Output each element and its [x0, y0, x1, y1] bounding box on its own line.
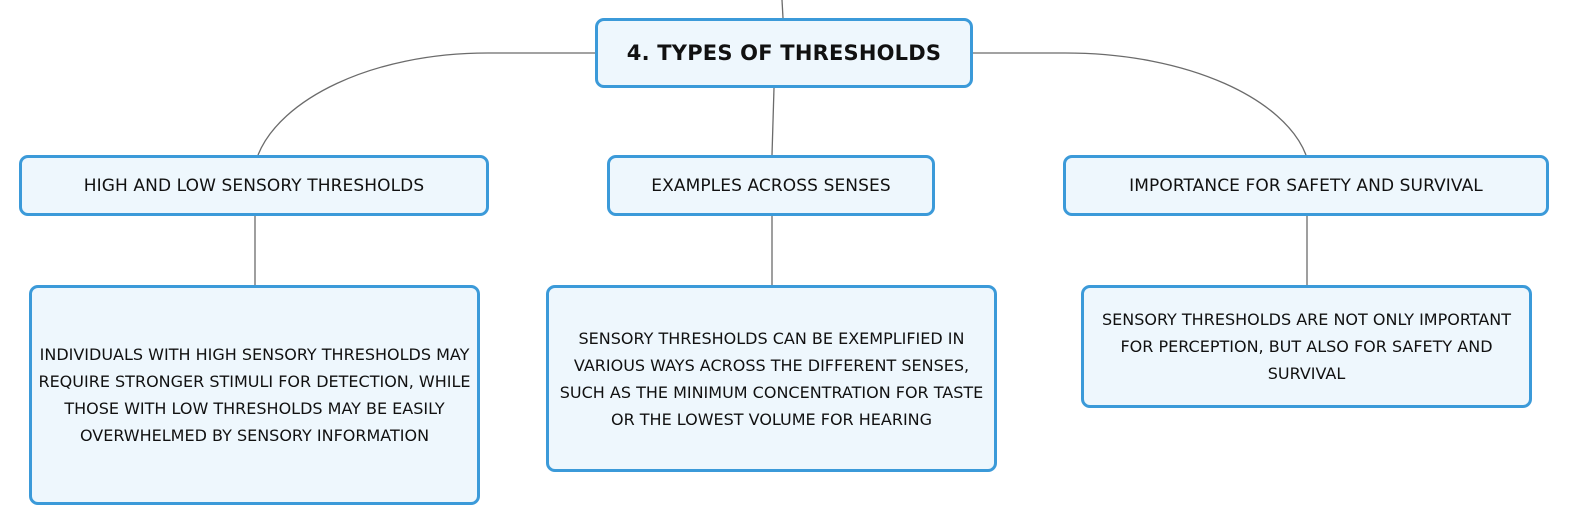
- detail-node-safety-and-survival[interactable]: SENSORY THRESHOLDS ARE NOT ONLY IMPORTAN…: [1081, 285, 1532, 408]
- connector-root-to-branch-1: [257, 52, 595, 156]
- detail-node-text: INDIVIDUALS WITH HIGH SENSORY THRESHOLDS…: [38, 345, 471, 445]
- detail-node-text: SENSORY THRESHOLDS ARE NOT ONLY IMPORTAN…: [1101, 310, 1512, 383]
- detail-node-examples-across-senses[interactable]: SENSORY THRESHOLDS CAN BE EXEMPLIFIED IN…: [546, 285, 997, 472]
- connector-root-to-branch-2: [771, 87, 775, 156]
- connector-root-to-branch-3: [973, 52, 1307, 156]
- branch-node-label: IMPORTANCE FOR SAFETY AND SURVIVAL: [1129, 175, 1483, 196]
- branch-node-high-low-thresholds[interactable]: HIGH AND LOW SENSORY THRESHOLDS: [19, 155, 489, 216]
- root-node-label: 4. TYPES OF THRESHOLDS: [626, 41, 942, 65]
- branch-node-safety-and-survival[interactable]: IMPORTANCE FOR SAFETY AND SURVIVAL: [1063, 155, 1549, 216]
- branch-node-examples-across-senses[interactable]: EXAMPLES ACROSS SENSES: [607, 155, 935, 216]
- detail-node-high-low-thresholds[interactable]: INDIVIDUALS WITH HIGH SENSORY THRESHOLDS…: [29, 285, 480, 505]
- connector-parent-to-root: [781, 0, 784, 19]
- branch-node-label: HIGH AND LOW SENSORY THRESHOLDS: [83, 175, 425, 196]
- branch-node-label: EXAMPLES ACROSS SENSES: [651, 175, 891, 196]
- detail-node-text: SENSORY THRESHOLDS CAN BE EXEMPLIFIED IN…: [559, 328, 984, 429]
- root-node[interactable]: 4. TYPES OF THRESHOLDS: [595, 18, 973, 88]
